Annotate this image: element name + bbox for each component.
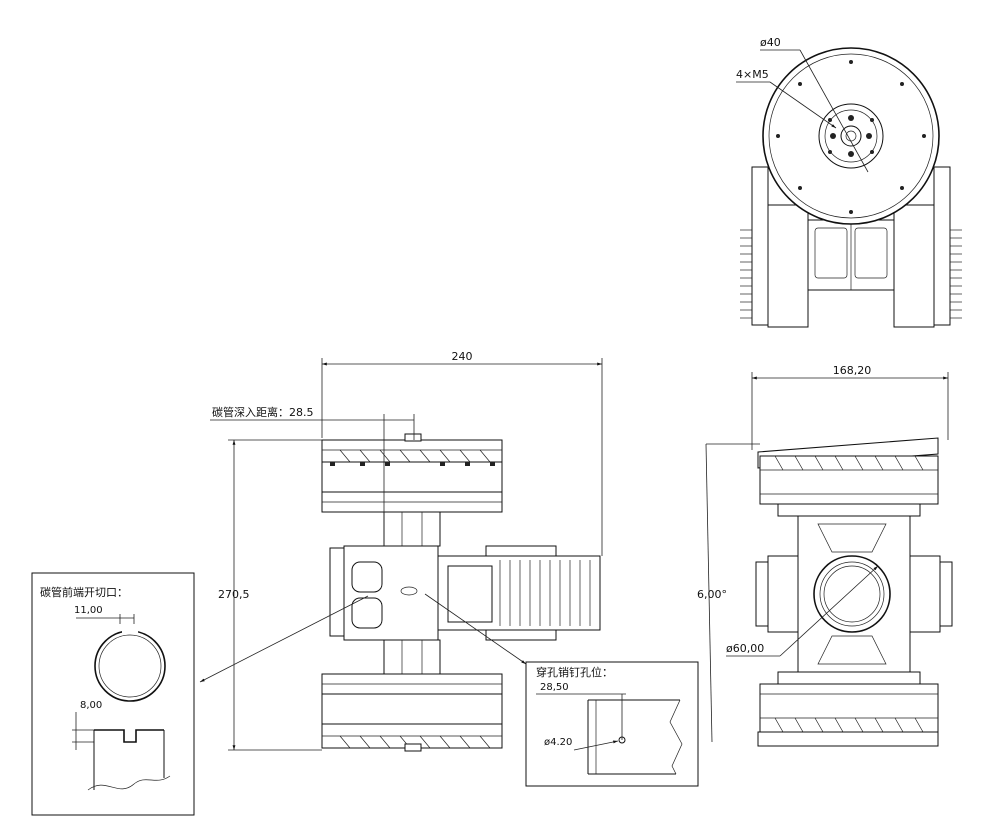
detail-cut-title: 碳管前端开切口： [40, 585, 128, 599]
width-168-label: 168,20 [833, 364, 872, 377]
detail-pin-box: 穿孔销钉孔位： 28,50 ø4.20 [525, 661, 699, 787]
angle-6-label: 6,00° [697, 588, 727, 601]
slot-width-label: 11,00 [74, 605, 103, 616]
pin-hole-dia-label: ø4.20 [544, 737, 572, 748]
width-240-label: 240 [452, 350, 473, 363]
side-view: 240 270,5 碳管深入距离：28.5 [199, 350, 603, 752]
pin-offset-label: 28,50 [540, 682, 569, 693]
slot-depth-label: 8,00 [80, 700, 102, 711]
top-end-view: ø40 4×M5 [736, 36, 962, 328]
tube-dia-60-label: ø60,00 [726, 642, 764, 655]
detail-cut-box: 碳管前端开切口： 11,00 8,00 [31, 572, 195, 816]
height-270-label: 270,5 [218, 588, 250, 601]
detail-pin-title: 穿孔销钉孔位： [536, 665, 613, 679]
carbon-depth-label: 碳管深入距离：28.5 [212, 405, 314, 419]
bolt-4xm5-label: 4×M5 [736, 68, 769, 81]
dia-40-label: ø40 [760, 36, 781, 49]
front-view: 168,20 6,00° ø60,00 [697, 364, 953, 747]
